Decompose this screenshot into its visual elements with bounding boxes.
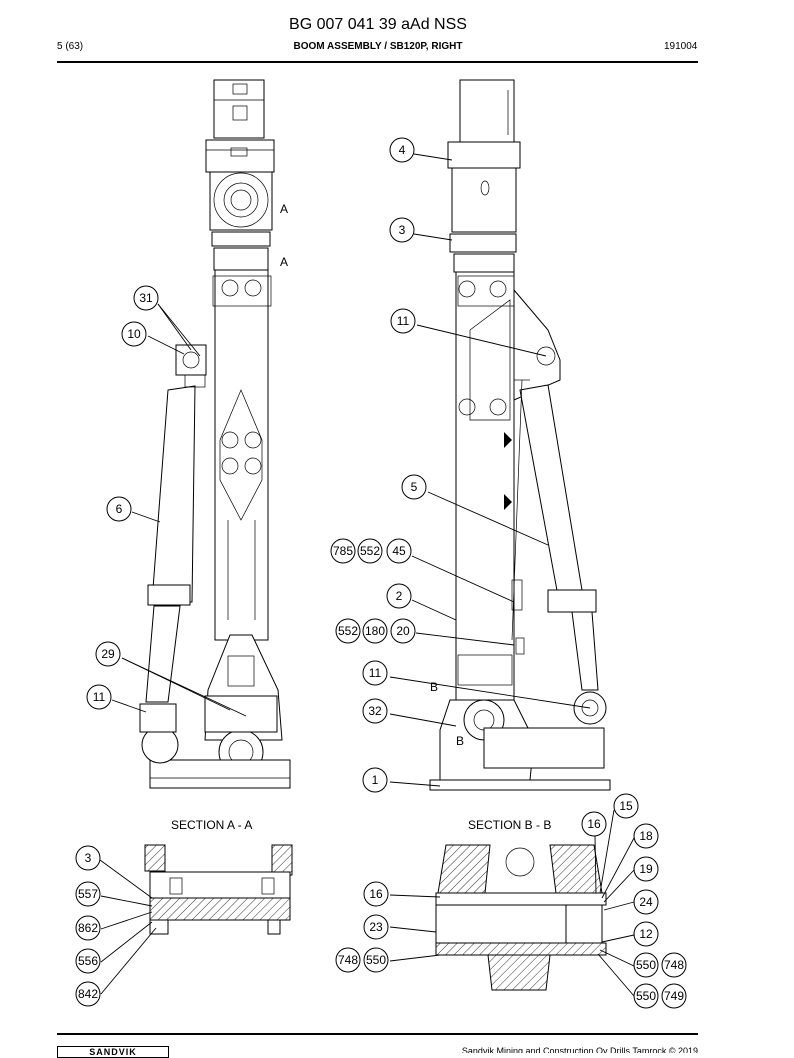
svg-text:19: 19	[639, 862, 653, 876]
svg-text:4: 4	[399, 143, 406, 157]
callout-15: 15	[613, 793, 639, 819]
svg-text:842: 842	[78, 987, 98, 1001]
callout-45: 45	[386, 538, 412, 564]
svg-text:748: 748	[338, 953, 358, 967]
left-view	[139, 79, 291, 789]
header-rule	[57, 61, 698, 63]
section-b-b: SECTION B - B	[435, 818, 607, 991]
callout-24: 24	[633, 889, 659, 915]
callout-11: 11	[86, 684, 112, 710]
svg-text:552: 552	[360, 544, 380, 558]
svg-text:785: 785	[333, 544, 353, 558]
copyright-notice: Sandvik Mining and Construction Oy Drill…	[461, 1046, 698, 1053]
callout-5: 5	[401, 474, 427, 500]
svg-text:749: 749	[664, 989, 684, 1003]
callout-785: 785	[330, 538, 356, 564]
callout-29: 29	[95, 641, 121, 667]
callout-748: 748	[335, 947, 361, 973]
svg-text:3: 3	[85, 851, 92, 865]
svg-text:15: 15	[619, 799, 633, 813]
callout-557: 557	[75, 881, 101, 907]
svg-text:10: 10	[127, 327, 141, 341]
callout-180: 180	[362, 618, 388, 644]
right-view: B B	[429, 79, 611, 791]
section-title-aa: SECTION A - A	[171, 818, 252, 832]
svg-text:24: 24	[639, 895, 653, 909]
svg-text:3: 3	[399, 223, 406, 237]
svg-text:23: 23	[369, 920, 383, 934]
svg-text:16: 16	[369, 887, 383, 901]
callout-842: 842	[75, 981, 101, 1007]
leader-lines	[99, 153, 635, 997]
callout-862: 862	[75, 915, 101, 941]
callout-4: 4	[389, 137, 415, 163]
callout-19: 19	[633, 856, 659, 882]
svg-text:31: 31	[139, 291, 153, 305]
callout-12: 12	[633, 921, 659, 947]
callout-18: 18	[633, 823, 659, 849]
svg-text:550: 550	[366, 953, 386, 967]
svg-text:11: 11	[93, 690, 106, 704]
svg-text:748: 748	[664, 958, 684, 972]
callout-550: 550	[363, 947, 389, 973]
callout-20: 20	[390, 618, 416, 644]
callout-749: 749	[661, 983, 687, 1009]
callout-32: 32	[362, 698, 388, 724]
document-date: 191004	[664, 41, 698, 52]
svg-text:11: 11	[397, 314, 410, 328]
section-a-a: SECTION A - A	[144, 818, 293, 935]
svg-text:45: 45	[392, 544, 406, 558]
callout-31: 31	[133, 285, 159, 311]
svg-text:11: 11	[369, 666, 382, 680]
svg-text:557: 557	[78, 887, 98, 901]
svg-text:29: 29	[101, 647, 115, 661]
callout-550: 550	[633, 983, 659, 1009]
svg-text:12: 12	[639, 927, 653, 941]
callout-748: 748	[661, 952, 687, 978]
callout-10: 10	[121, 321, 147, 347]
svg-text:6: 6	[116, 502, 123, 516]
svg-text:18: 18	[639, 829, 653, 843]
page-number: 5 (63)	[57, 41, 84, 52]
callout-11: 11	[390, 308, 416, 334]
svg-text:552: 552	[338, 624, 358, 638]
callout-16: 16	[363, 881, 389, 907]
svg-text:20: 20	[396, 624, 410, 638]
svg-text:550: 550	[636, 989, 656, 1003]
svg-text:2: 2	[396, 589, 403, 603]
callout-550: 550	[633, 952, 659, 978]
svg-text:32: 32	[368, 704, 382, 718]
document-number: BG 007 041 39 aAd NSS	[289, 16, 467, 33]
svg-text:16: 16	[587, 817, 601, 831]
callout-2: 2	[386, 583, 412, 609]
footer-rule	[57, 1033, 698, 1035]
section-marker-b: B	[456, 734, 464, 748]
svg-text:1: 1	[372, 773, 379, 787]
callout-1: 1	[362, 767, 388, 793]
svg-text:556: 556	[78, 954, 98, 968]
svg-text:862: 862	[78, 921, 98, 935]
callout-3: 3	[389, 217, 415, 243]
callout-552: 552	[357, 538, 383, 564]
callout-11: 11	[362, 660, 388, 686]
callout-552: 552	[335, 618, 361, 644]
section-title-bb: SECTION B - B	[468, 818, 551, 832]
svg-text:550: 550	[636, 958, 656, 972]
assembly-title: BOOM ASSEMBLY / SB120P, RIGHT	[293, 41, 463, 52]
section-marker-a: A	[280, 202, 288, 216]
callout-3: 3	[75, 845, 101, 871]
callout-556: 556	[75, 948, 101, 974]
svg-text:180: 180	[365, 624, 385, 638]
callout-6: 6	[106, 496, 132, 522]
callout-16: 16	[581, 811, 607, 837]
svg-text:5: 5	[411, 480, 418, 494]
section-marker-a: A	[280, 255, 288, 269]
sandvik-logo: SANDVIK	[57, 1046, 169, 1058]
section-marker-b: B	[430, 680, 438, 694]
callout-23: 23	[363, 914, 389, 940]
